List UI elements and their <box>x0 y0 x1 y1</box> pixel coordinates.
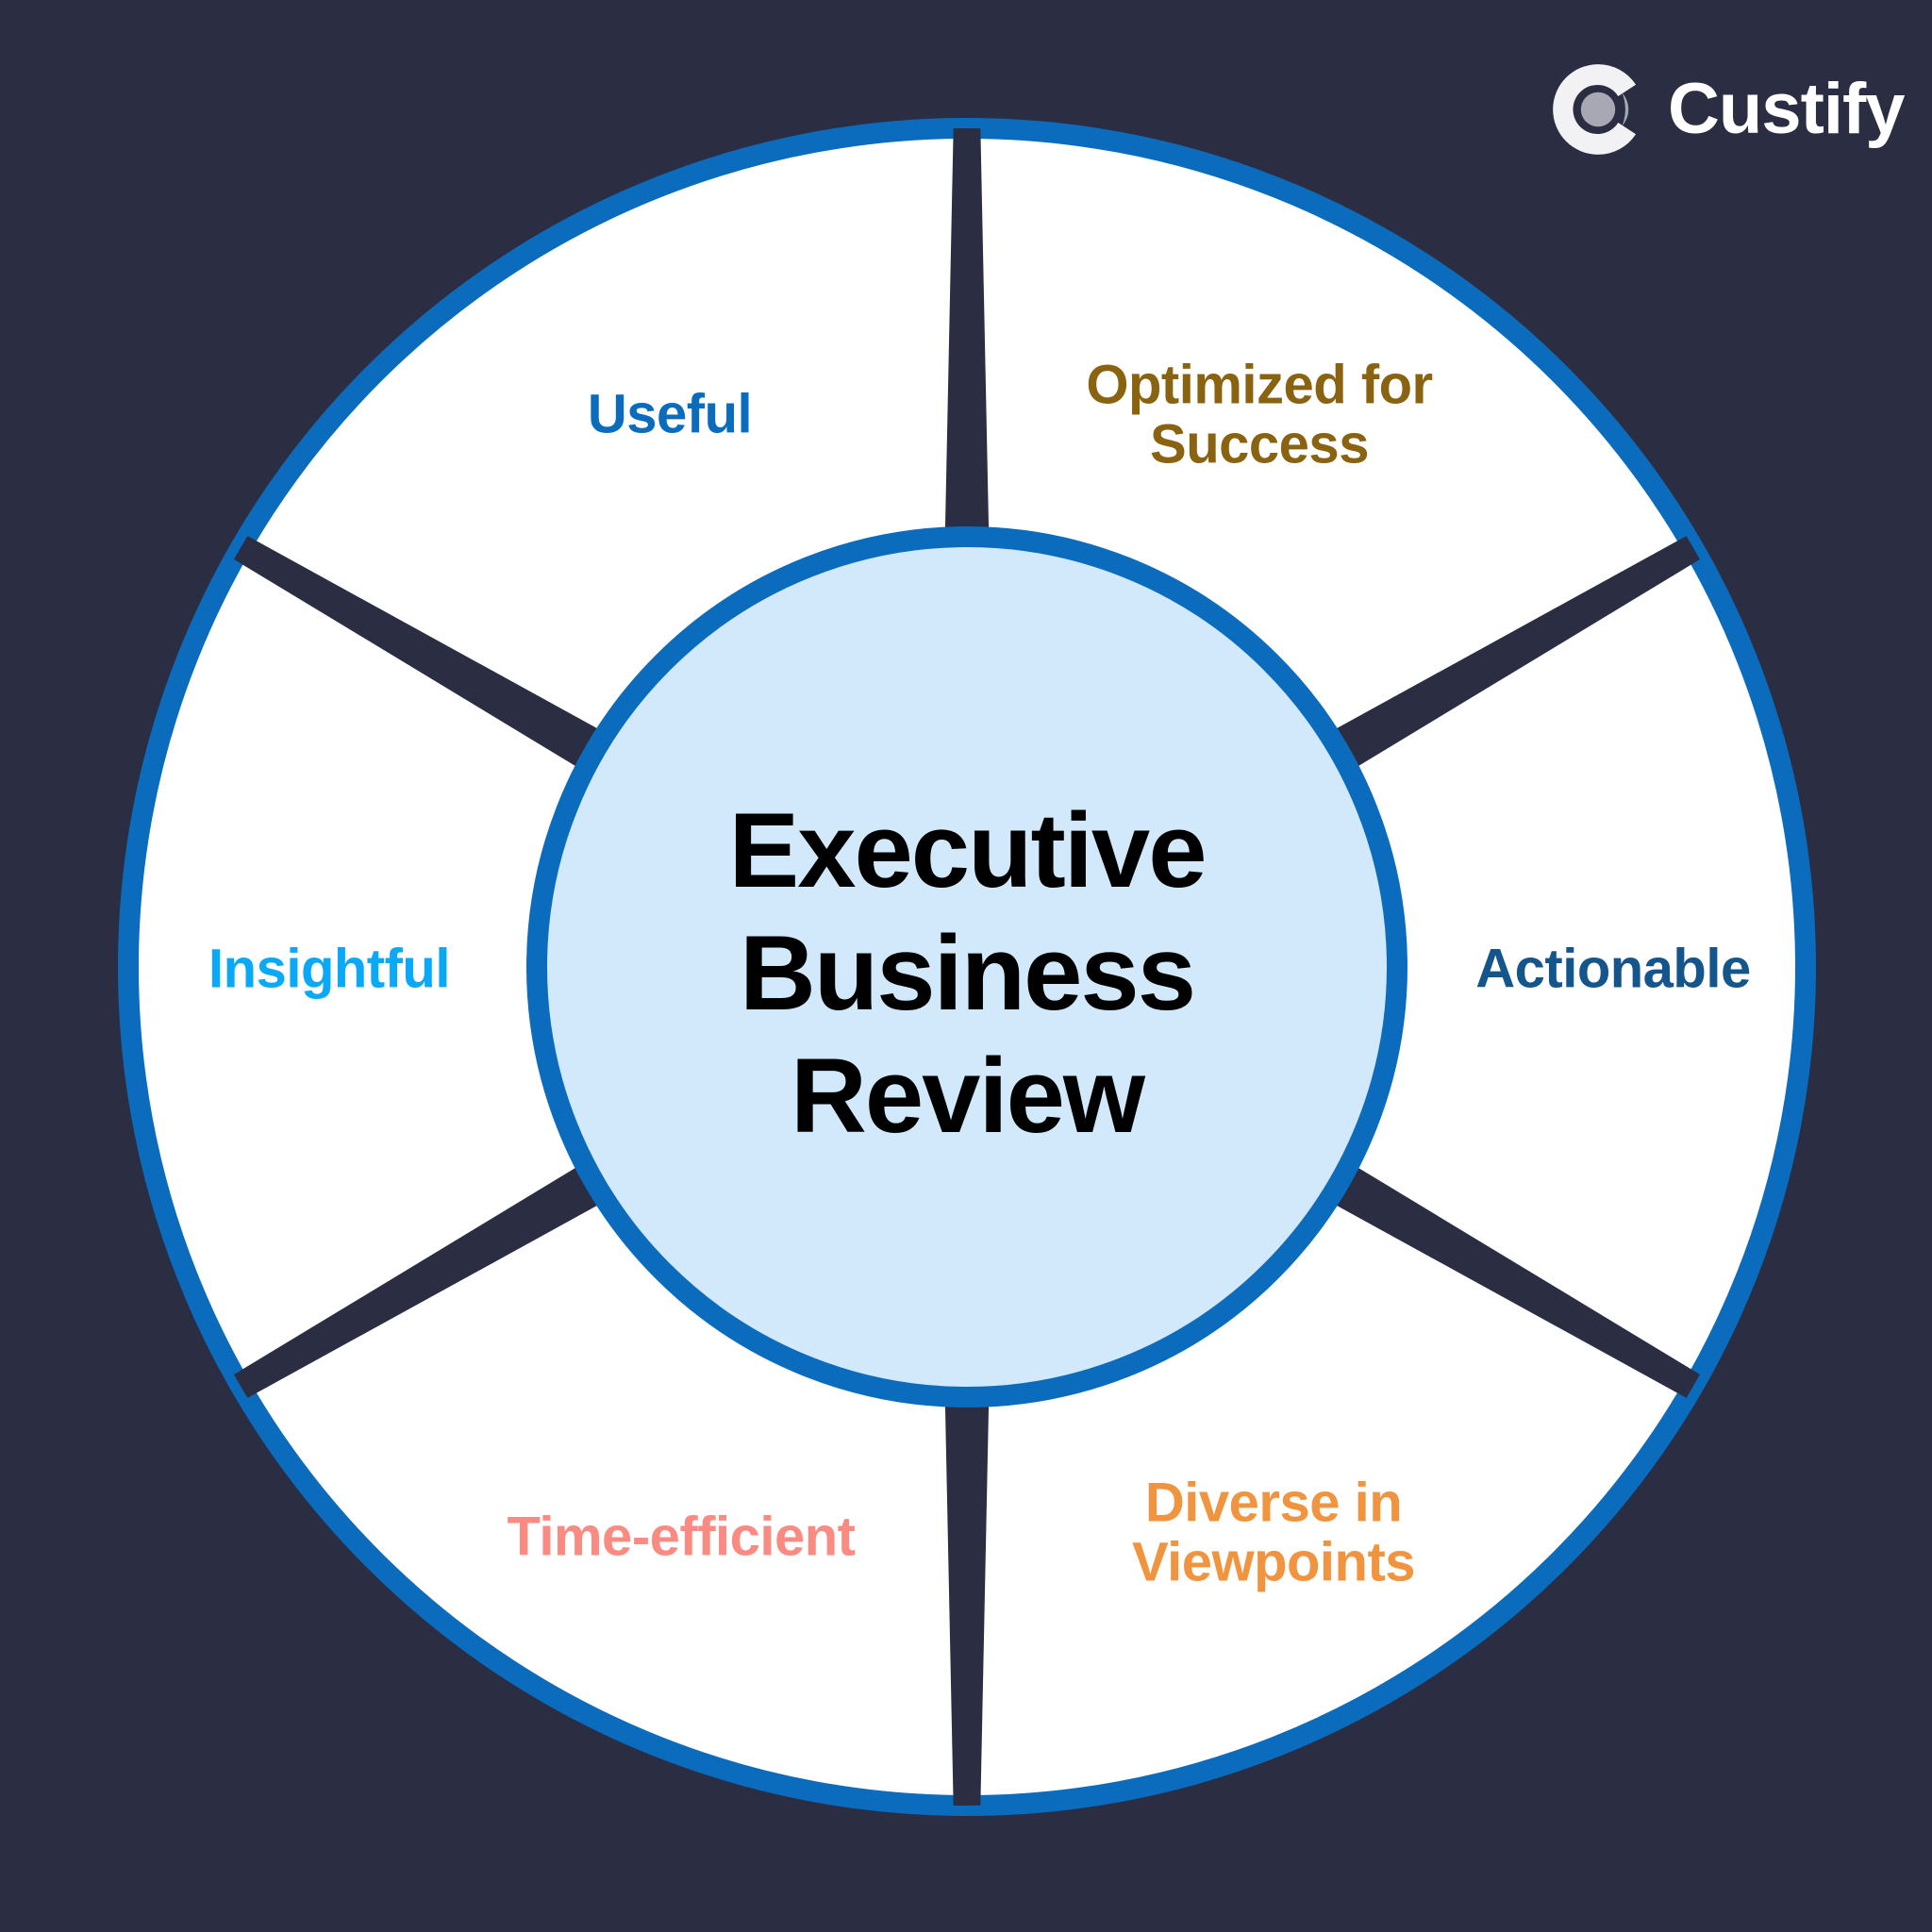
custify-logo: Custify <box>1549 58 1906 160</box>
segment-label-useful[interactable]: Useful <box>587 383 753 445</box>
segment-label-diverse-in-viewpoints[interactable]: Diverse in Viewpoints <box>1131 1472 1416 1592</box>
segment-label-time-efficient[interactable]: Time-efficient <box>507 1506 856 1568</box>
segment-label-insightful[interactable]: Insightful <box>208 938 450 1000</box>
wheel-spoke <box>1298 1145 1713 1406</box>
brand-name: Custify <box>1668 69 1906 149</box>
segment-label-actionable[interactable]: Actionable <box>1475 938 1751 1000</box>
segment-label-optimized-for-success[interactable]: Optimized for Success <box>1086 354 1433 475</box>
wheel-spoke <box>1298 528 1713 789</box>
wheel-spoke <box>221 528 636 789</box>
wheel-center-hub <box>526 526 1407 1407</box>
custify-logo-icon <box>1553 64 1637 155</box>
wheel-center-title: Executive Business Review <box>728 791 1208 1155</box>
wheel-spoke <box>944 1363 990 1806</box>
wheel-spoke <box>221 1145 636 1406</box>
wheel-spoke <box>944 128 990 571</box>
wheel-spokes <box>221 128 1713 1806</box>
